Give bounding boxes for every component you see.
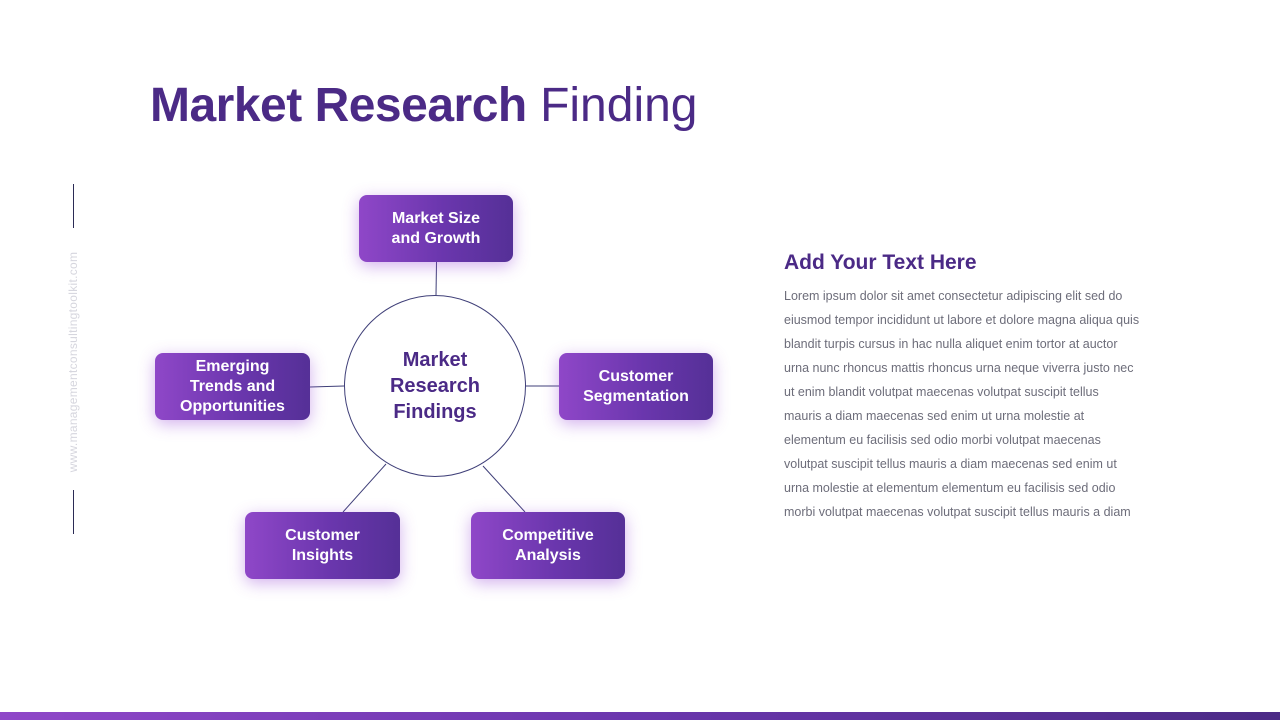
page-title: Market Research Finding	[150, 78, 698, 134]
node-customer-segmentation-label: Customer Segmentation	[583, 367, 689, 405]
node-customer-insights-label: Customer Insights	[285, 526, 360, 564]
title-bold: Market Research	[150, 79, 527, 132]
center-label: Market Research Findings	[389, 349, 481, 423]
node-competitive-analysis: Competitive Analysis	[471, 512, 625, 579]
node-market-size-label: Market Size and Growth	[391, 209, 481, 247]
node-competitive-analysis-label: Competitive Analysis	[502, 526, 594, 564]
node-customer-segmentation: Customer Segmentation	[559, 353, 713, 420]
side-line-bottom	[73, 490, 74, 534]
node-customer-insights: Customer Insights	[245, 512, 400, 579]
node-emerging-trends: Emerging Trends and Opportunities	[155, 353, 310, 420]
title-light: Finding	[540, 79, 698, 132]
connector-bottom-right	[482, 465, 526, 513]
connector-top	[435, 261, 437, 296]
node-market-size: Market Size and Growth	[359, 195, 513, 262]
text-heading: Add Your Text Here	[784, 251, 977, 274]
text-panel: Add Your Text Here Lorem ipsum dolor sit…	[784, 250, 1174, 524]
node-emerging-trends-label: Emerging Trends and Opportunities	[180, 357, 285, 415]
bottom-accent-bar	[0, 712, 1280, 720]
text-body: Lorem ipsum dolor sit amet consectetur a…	[784, 289, 1140, 519]
center-circle: Market Research Findings	[344, 295, 526, 477]
side-line-top	[73, 184, 74, 228]
connector-bottom-left	[342, 463, 387, 513]
connector-left	[309, 385, 345, 388]
